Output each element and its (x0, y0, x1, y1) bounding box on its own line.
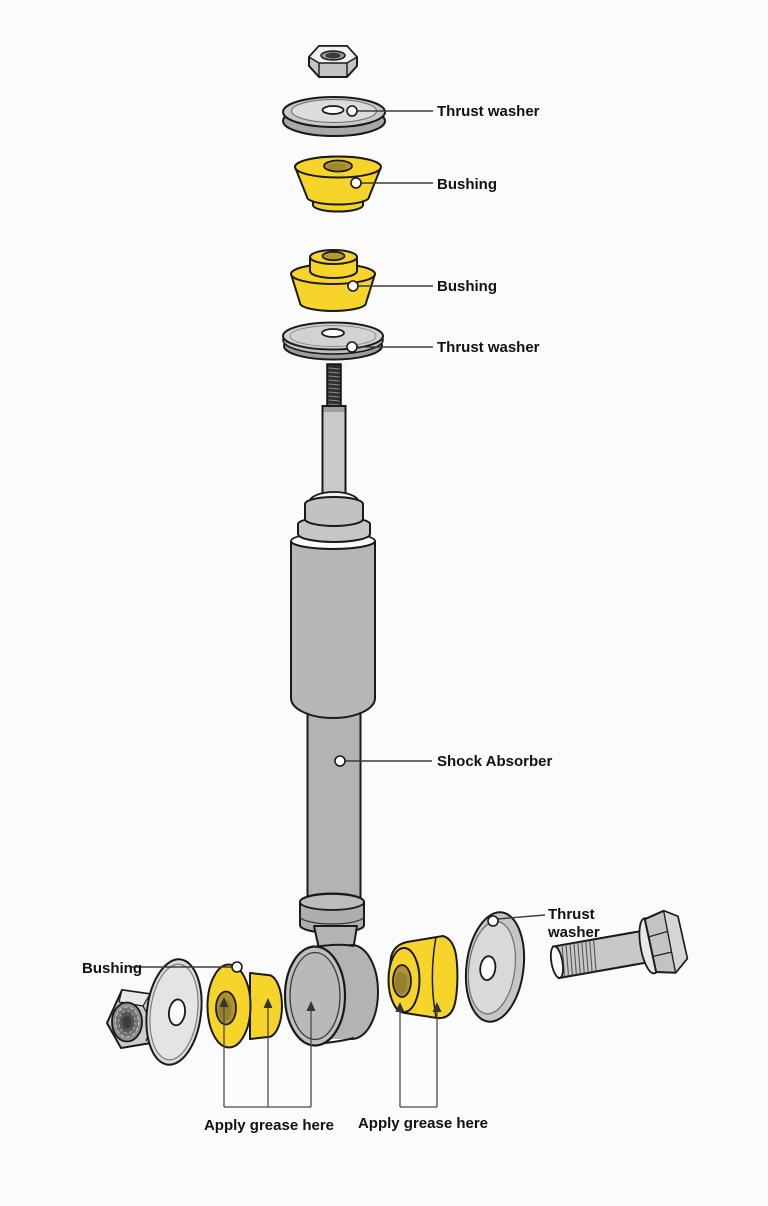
callout-shock-absorber: Shock Absorber (437, 753, 552, 770)
callout-apply-grease-left: Apply grease here (204, 1117, 334, 1134)
grease-arrowhead (432, 1002, 442, 1012)
callout-bushing-top: Bushing (437, 176, 497, 193)
leader-dot (346, 341, 358, 353)
shock-absorber-drawing (283, 363, 379, 1047)
callout-apply-grease-right: Apply grease here (358, 1115, 488, 1132)
leader-dot (487, 915, 499, 927)
grease-arrowhead (219, 997, 229, 1007)
leader-lines (131, 105, 546, 973)
leader-dot (346, 105, 358, 117)
thrust-washer-top-drawing (282, 96, 386, 137)
hex-nut-top-drawing (308, 45, 358, 78)
thrust-washer-left-drawing (145, 958, 203, 1066)
leader-dot (334, 755, 346, 767)
bushing-top-drawing (294, 155, 382, 213)
callout-thrust-washer-right-line2: washer (547, 924, 600, 941)
leader-dot (350, 177, 362, 189)
thrust-washer-right-drawing (464, 911, 526, 1023)
bushing-middle-drawing (290, 249, 376, 312)
leader-dot (347, 280, 359, 292)
thrust-washer-middle-drawing (282, 321, 384, 361)
bolt-drawing (549, 909, 689, 980)
callout-thrust-washer-middle: Thrust washer (437, 339, 540, 356)
callout-thrust-washer-top: Thrust washer (437, 103, 540, 120)
grease-arrows-right (395, 1002, 442, 1108)
callout-bushing-middle: Bushing (437, 278, 497, 295)
callout-thrust-washer-right-line1: Thrust (548, 906, 595, 923)
grease-arrowhead (263, 998, 273, 1008)
grease-arrowhead (306, 1001, 316, 1011)
leader-dot (231, 961, 243, 973)
grease-arrowhead (395, 1002, 405, 1012)
callout-bushing-bottom-left: Bushing (82, 960, 142, 977)
grease-arrows-left (219, 997, 316, 1108)
bushing-right-drawing (387, 935, 459, 1020)
